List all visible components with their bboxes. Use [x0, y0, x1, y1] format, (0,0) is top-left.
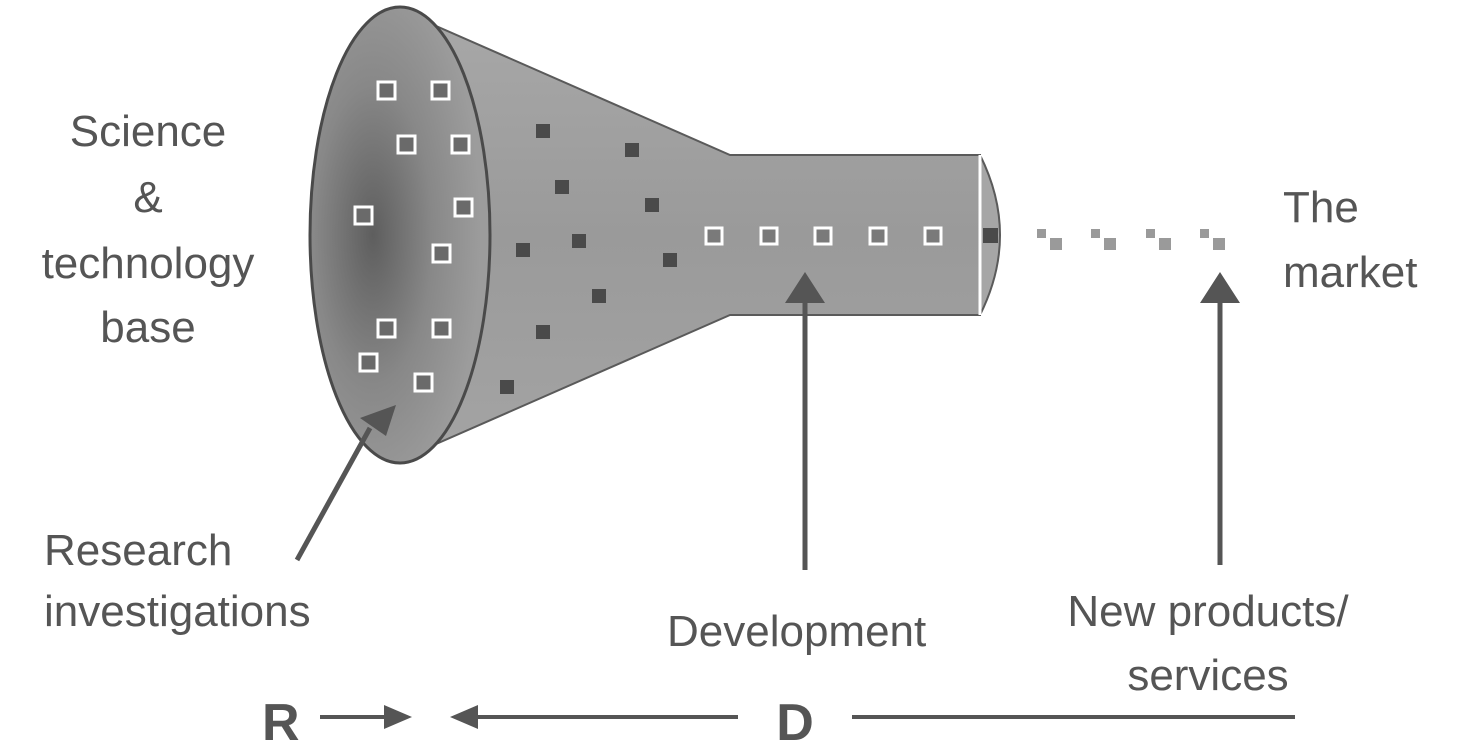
idea-square — [431, 243, 452, 264]
research-label-line1: Research — [44, 526, 232, 575]
mouth-ideas — [353, 80, 474, 393]
labels: Science & technology base The market Res… — [42, 107, 1418, 748]
idea-square — [453, 197, 474, 218]
product-dot — [1159, 238, 1171, 250]
idea-square — [396, 134, 417, 155]
idea-square — [555, 180, 569, 194]
idea-square — [983, 228, 998, 243]
emerging-products — [1037, 229, 1225, 250]
cone-ideas — [500, 124, 677, 394]
d-left-arrow-head — [450, 705, 478, 729]
research-label-line2: investigations — [44, 587, 311, 636]
r-label: R — [262, 694, 300, 748]
science-label-line1: Science — [70, 107, 227, 156]
idea-square — [625, 143, 639, 157]
idea-square — [413, 372, 434, 393]
development-arrow-head — [785, 272, 825, 303]
idea-square — [376, 80, 397, 101]
tube-ideas — [704, 226, 943, 246]
idea-square — [358, 352, 379, 373]
idea-square — [868, 226, 888, 246]
idea-square — [376, 318, 397, 339]
science-label-line2: & — [133, 173, 162, 222]
science-label-line3: technology — [42, 239, 255, 288]
product-dot — [1146, 229, 1155, 238]
research-arrow-head — [360, 405, 396, 436]
research-arrow — [294, 426, 373, 562]
idea-square — [813, 226, 833, 246]
development-label: Development — [667, 607, 926, 656]
idea-square — [536, 325, 550, 339]
idea-square — [431, 318, 452, 339]
product-dot — [1104, 238, 1116, 250]
product-dot — [1091, 229, 1100, 238]
market-label-line1: The — [1283, 183, 1359, 232]
d-label: D — [776, 694, 814, 748]
new-products-label-line2: services — [1127, 651, 1288, 700]
idea-square — [645, 198, 659, 212]
idea-square — [704, 226, 724, 246]
funnel — [308, 5, 1001, 465]
idea-square — [500, 380, 514, 394]
product-dot — [1050, 238, 1062, 250]
products-arrow-head — [1200, 272, 1240, 303]
product-dot — [1200, 229, 1209, 238]
idea-square — [450, 134, 471, 155]
idea-square — [923, 226, 943, 246]
idea-square — [759, 226, 779, 246]
idea-square — [572, 234, 586, 248]
idea-square — [430, 80, 451, 101]
new-products-label-line1: New products/ — [1067, 587, 1349, 636]
idea-square — [516, 243, 530, 257]
market-label-line2: market — [1283, 248, 1417, 297]
arrows — [294, 272, 1295, 729]
idea-square — [353, 205, 374, 226]
idea-square — [536, 124, 550, 138]
science-label-line4: base — [100, 303, 195, 352]
idea-square — [663, 253, 677, 267]
idea-square — [592, 289, 606, 303]
funnel-mouth — [308, 5, 492, 465]
r-arrow-head — [384, 705, 412, 729]
product-dot — [1037, 229, 1046, 238]
product-dot — [1213, 238, 1225, 250]
